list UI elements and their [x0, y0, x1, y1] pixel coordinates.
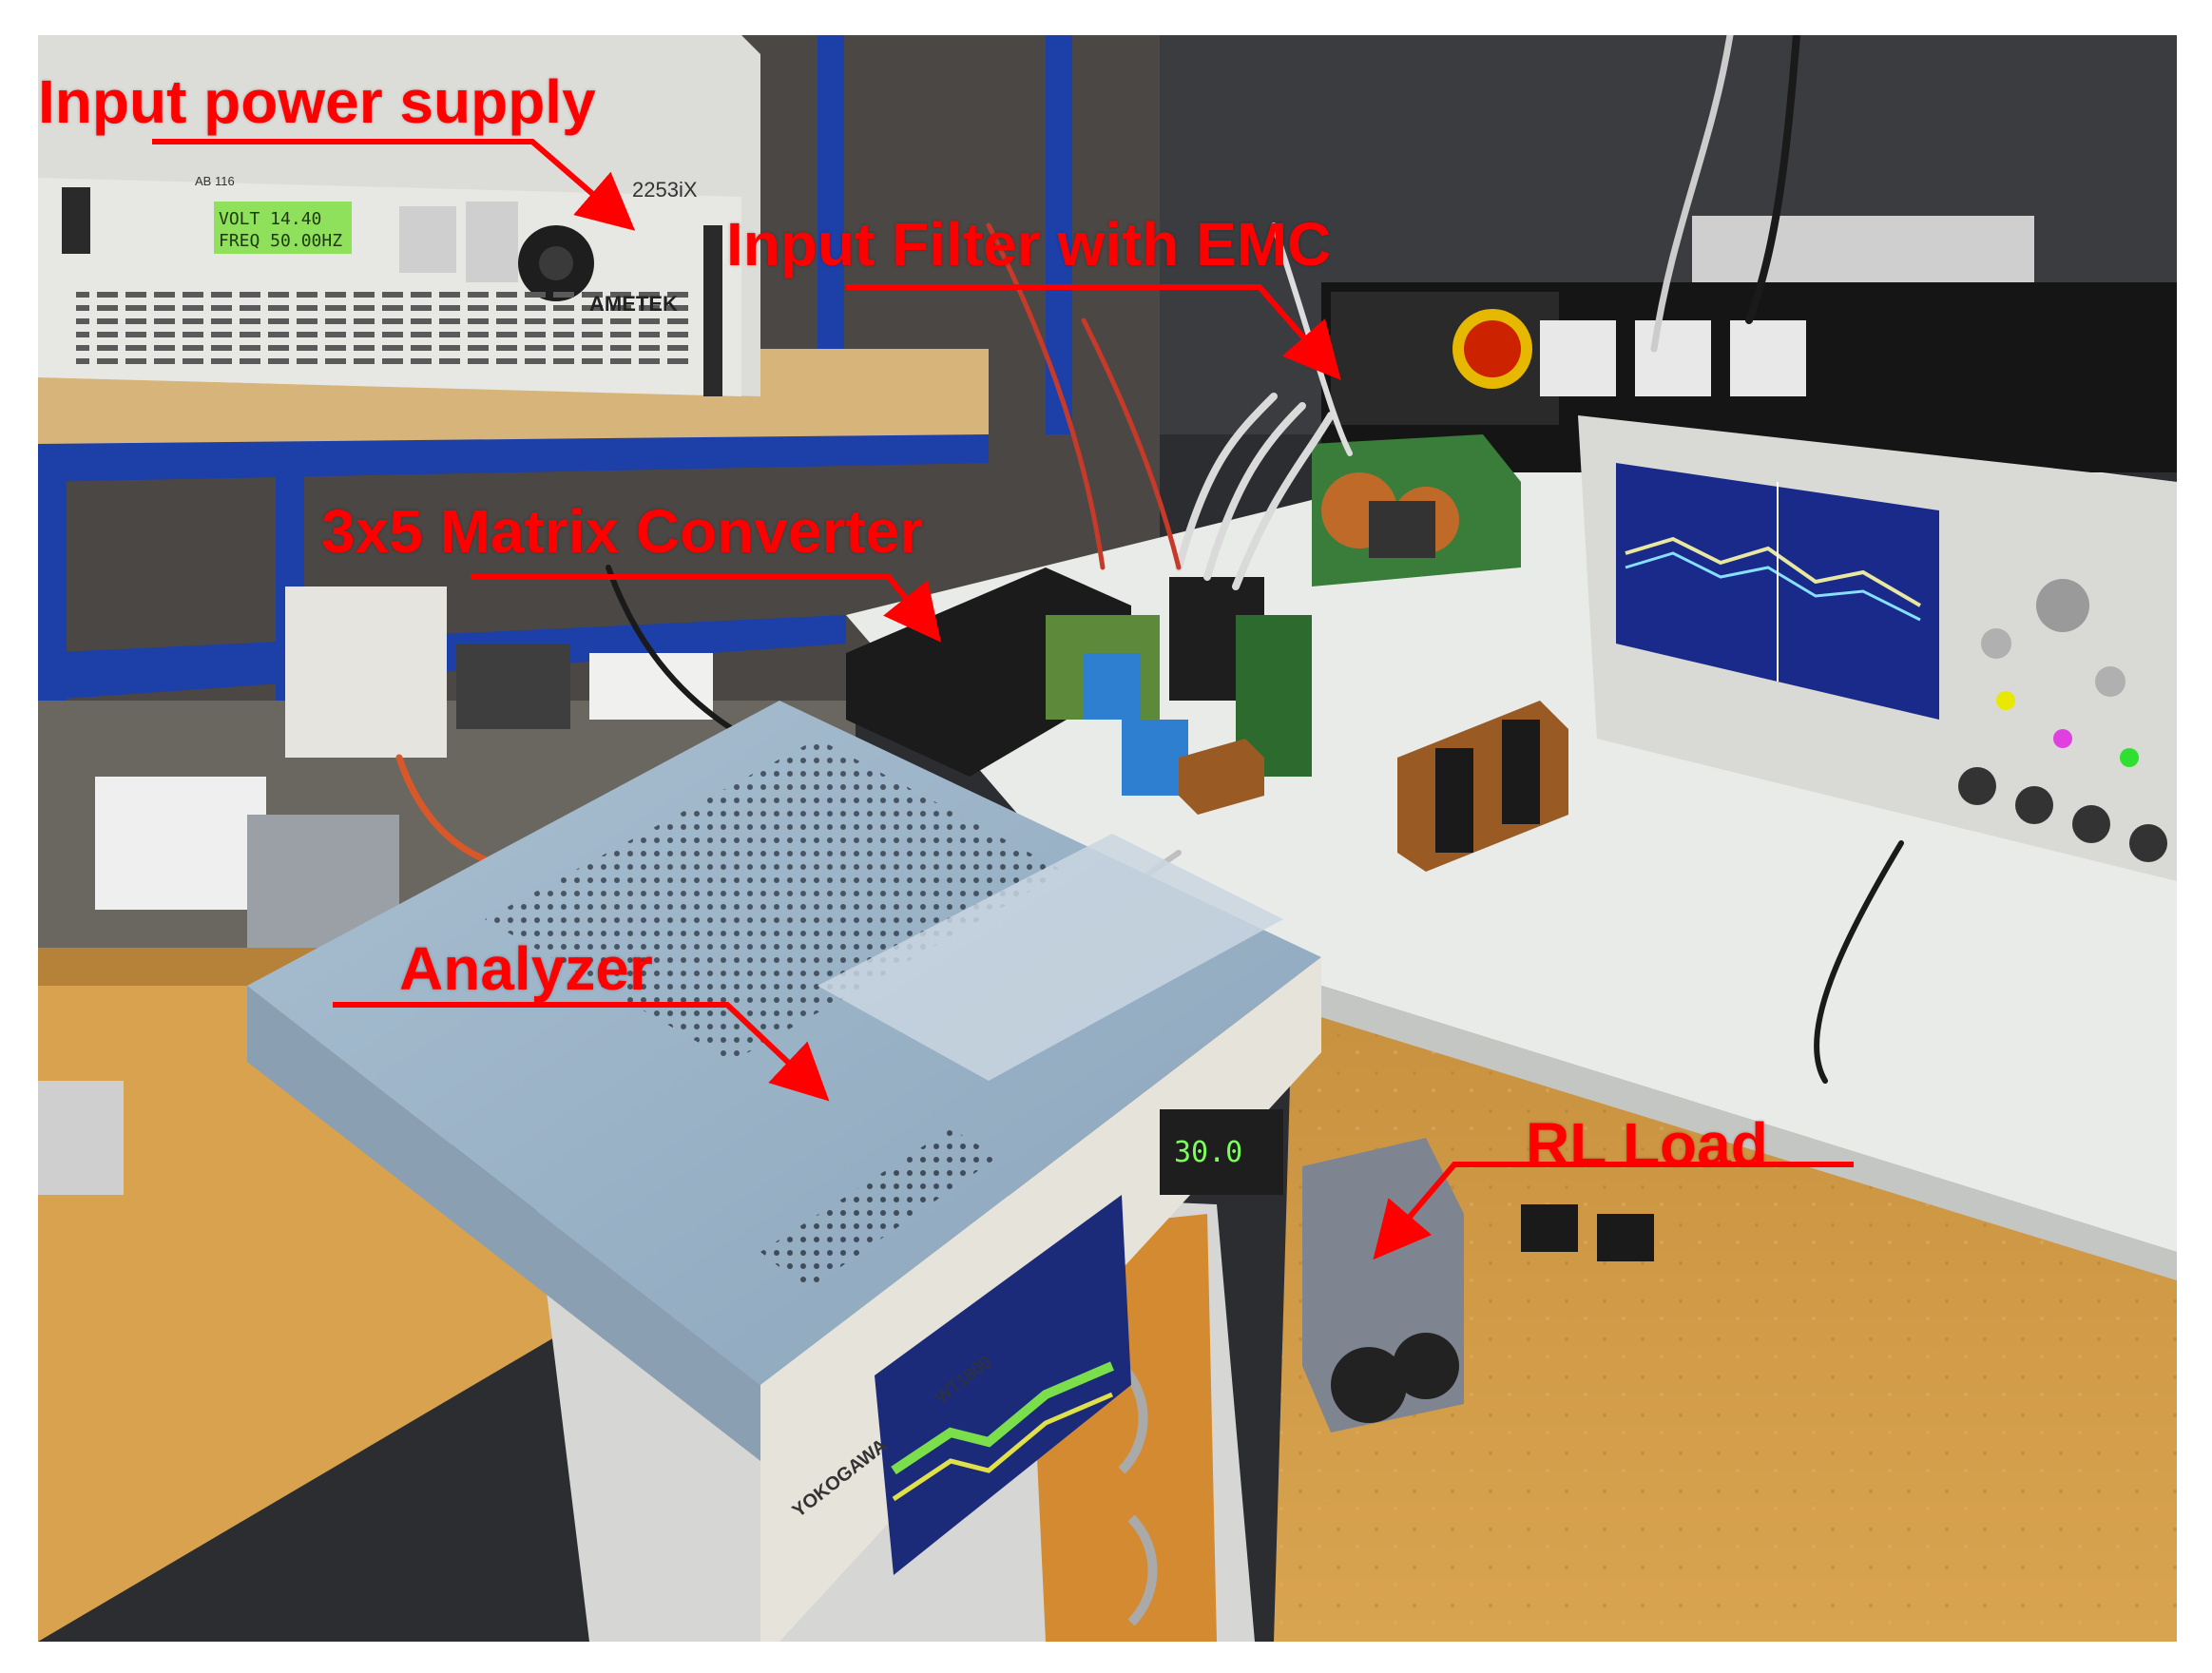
label-rl-load: RL Load — [1526, 1110, 1768, 1179]
supply-display-line2: FREQ 50.00HZ — [219, 231, 342, 251]
supply-badge: AB 116 — [195, 174, 235, 188]
supply-brand: AMETEK — [589, 292, 678, 316]
label-input-power-supply: Input power supply — [38, 67, 596, 136]
analyzer-display: 30.0 — [1174, 1136, 1242, 1169]
lab-setup-photo: AMETEK 2253iX AB 116 VOLT 14.40 FREQ 50.… — [38, 35, 2177, 1642]
wooden-desk — [38, 948, 570, 1642]
analyzer-vent-grille — [485, 739, 1065, 1062]
analyzer-screen — [875, 1195, 1131, 1575]
input-filter-board — [1312, 434, 1521, 587]
box — [285, 587, 447, 758]
supply-model: 2253iX — [632, 178, 698, 202]
label-matrix-converter: 3x5 Matrix Converter — [321, 497, 924, 566]
label-input-filter-with-emc: Input Filter with EMC — [726, 210, 1332, 279]
supply-display-line1: VOLT 14.40 — [219, 209, 321, 229]
label-analyzer: Analyzer — [399, 934, 653, 1003]
oscilloscope — [1578, 415, 2177, 881]
matrix-converter-board — [846, 567, 1312, 796]
